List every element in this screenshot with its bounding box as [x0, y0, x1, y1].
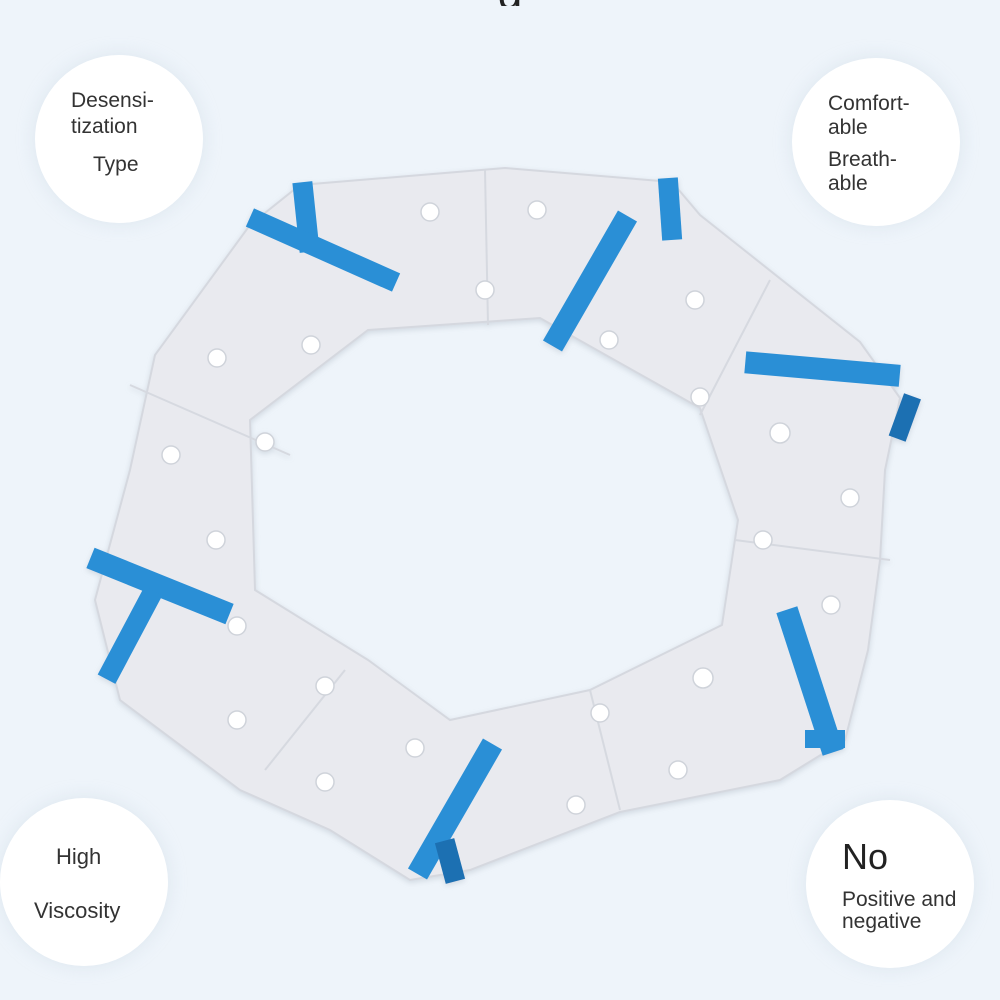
- tab-5: [744, 351, 901, 387]
- tab-10: [805, 730, 845, 748]
- badge-text-line1: High: [56, 844, 102, 869]
- tab-12: [434, 838, 466, 884]
- hole: [206, 530, 226, 550]
- tab-9: [776, 606, 844, 756]
- tab-6: [888, 393, 921, 442]
- hole: [769, 422, 791, 444]
- badge-text-line2: Viscosity: [34, 898, 121, 923]
- hole: [668, 760, 688, 780]
- feature-badge-high-viscosity: High Viscosity: [0, 798, 168, 966]
- hole: [821, 595, 841, 615]
- feature-badge-comfortable-breathable: Comfort- able Breath- able: [792, 58, 960, 226]
- feature-badge-no-positive-negative: No Positive and negative: [806, 800, 974, 968]
- hole: [227, 616, 247, 636]
- hole: [475, 280, 495, 300]
- badge-text-line1: Comfort-: [828, 92, 910, 115]
- hole: [207, 348, 227, 368]
- hole: [590, 703, 610, 723]
- hole: [840, 488, 860, 508]
- seam-2: [699, 279, 771, 416]
- top-title-cut: g: [280, 0, 740, 6]
- hole: [690, 387, 710, 407]
- tab-11: [407, 738, 503, 880]
- hole: [420, 202, 440, 222]
- badge-text-line3: Type: [93, 153, 139, 176]
- hole: [599, 330, 619, 350]
- tab-4: [542, 210, 638, 352]
- hole: [753, 530, 773, 550]
- blue-tabs: [86, 177, 921, 884]
- tape-ring: [86, 166, 921, 884]
- badge-text-line1: No: [842, 836, 889, 877]
- hole: [301, 335, 321, 355]
- tape-ring-body: [93, 166, 902, 882]
- badge-text-line2: able: [828, 116, 868, 139]
- hole: [685, 290, 705, 310]
- tape-holes: [161, 200, 860, 815]
- tab-8: [97, 586, 163, 684]
- hole: [315, 772, 335, 792]
- hole: [161, 445, 181, 465]
- feature-badge-desensitization: Desensi- tization Type: [35, 55, 203, 223]
- top-title-fragment: g: [280, 0, 740, 6]
- tab-7: [86, 547, 234, 625]
- badge-text-line2: tization: [71, 115, 138, 138]
- tab-3: [245, 208, 401, 292]
- hole: [566, 795, 586, 815]
- badge-text-line2: Positive and: [842, 888, 957, 911]
- badge-text-line3: negative: [842, 910, 922, 933]
- badge-text-line3: Breath-: [828, 148, 897, 171]
- hole: [255, 432, 275, 452]
- tab-2: [657, 177, 683, 241]
- badge-text-line1: Desensi-: [71, 89, 154, 112]
- badge-text-line4: able: [828, 172, 868, 195]
- hole: [315, 676, 335, 696]
- hole: [692, 667, 714, 689]
- hole: [527, 200, 547, 220]
- hole: [405, 738, 425, 758]
- hole: [227, 710, 247, 730]
